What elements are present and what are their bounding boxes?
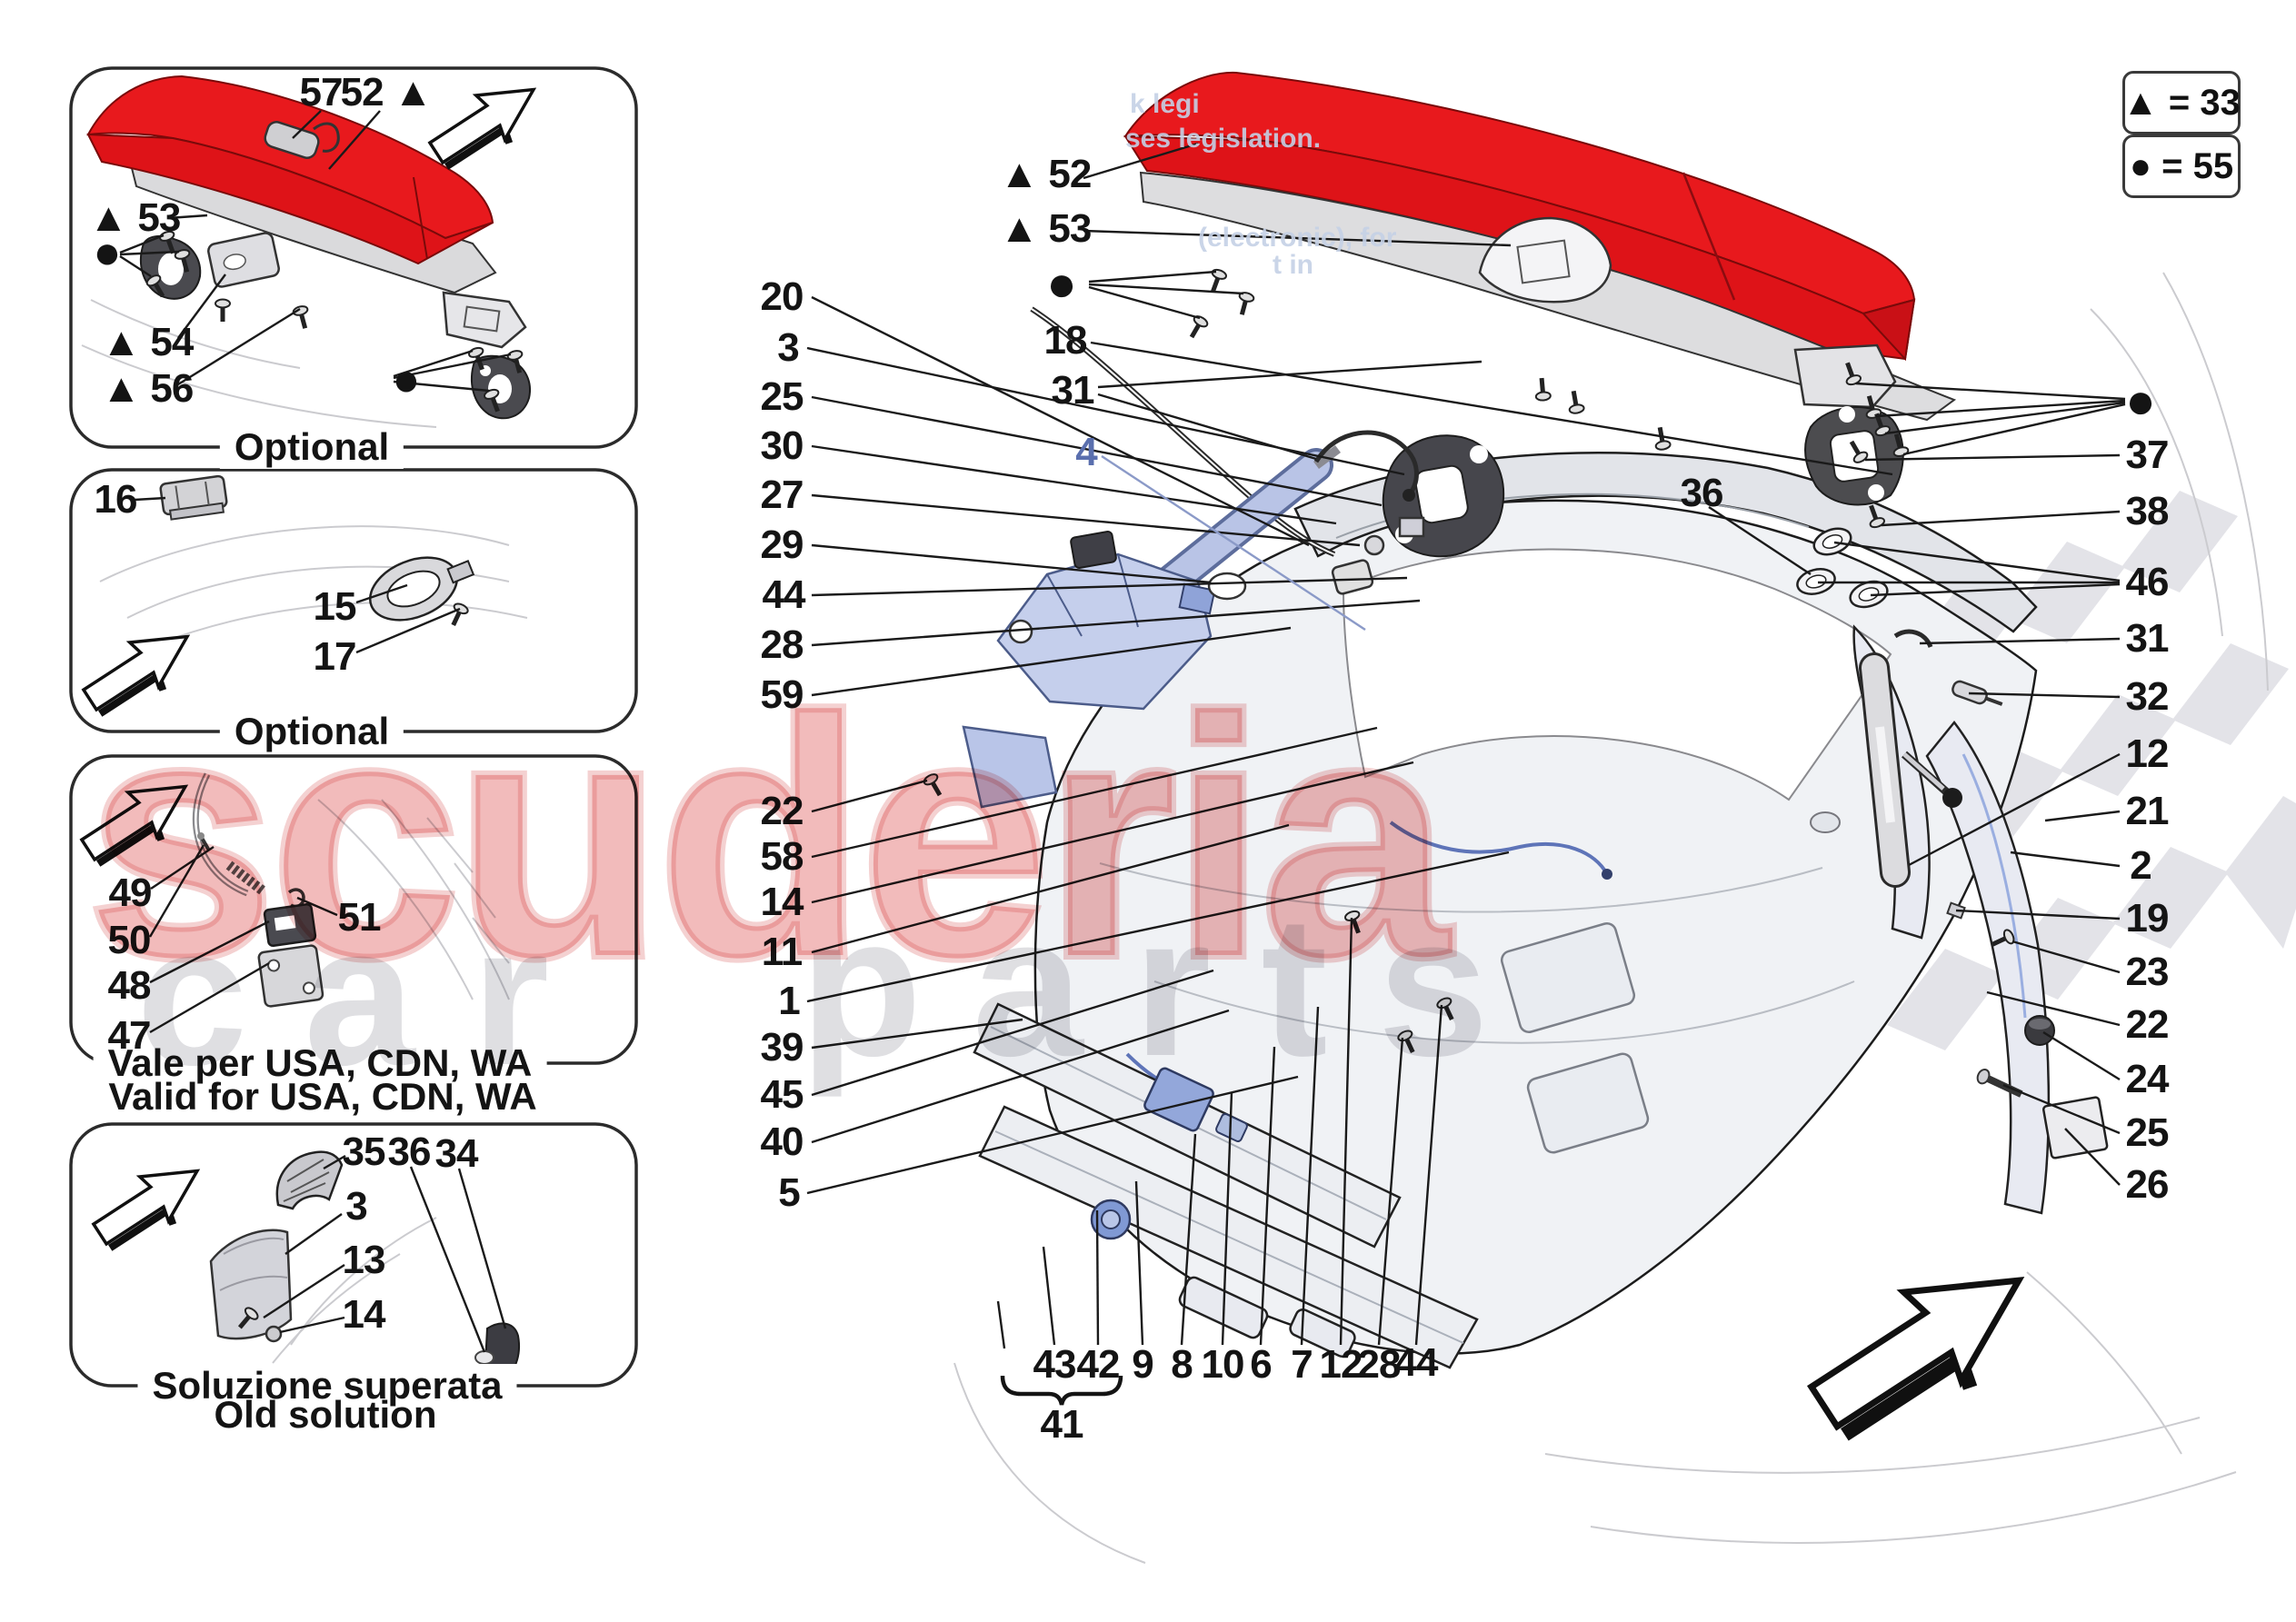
inset3-caption2: Valid for USA, CDN, WA xyxy=(108,1075,537,1118)
callout-34: 34 xyxy=(434,1131,479,1176)
callout-12: 12 xyxy=(1319,1342,1363,1387)
callout-15: 15 xyxy=(313,584,357,629)
callout-13: 13 xyxy=(342,1238,386,1282)
callout-44: 44 xyxy=(762,572,806,617)
callout-: ● xyxy=(93,226,122,279)
callout-38: 38 xyxy=(2125,489,2170,533)
callout-1: 1 xyxy=(778,979,801,1023)
callout-42: 42 xyxy=(1076,1342,1121,1387)
callout-19: 19 xyxy=(2125,896,2170,940)
callout-36: 36 xyxy=(1680,471,1724,515)
callout-35: 35 xyxy=(342,1129,386,1174)
callout-14: 14 xyxy=(342,1292,386,1337)
callout-12: 12 xyxy=(2125,731,2170,776)
callout-30: 30 xyxy=(760,423,804,468)
callout-57: 57 xyxy=(299,70,344,114)
group-brace-41 xyxy=(1000,1375,1123,1406)
inset3-caption: Vale per USA, CDN, WA xyxy=(93,1041,547,1085)
callout-52: 52 ▲ xyxy=(340,70,434,114)
callout-39: 39 xyxy=(760,1025,804,1070)
callout-3: 3 xyxy=(777,325,800,370)
callout-59: 59 xyxy=(760,672,804,717)
watermark-fragment: (electronic), for xyxy=(1198,223,1397,253)
inset1-caption: Optional xyxy=(219,425,404,469)
leader-line-blue xyxy=(1101,454,1366,632)
callout-: ● xyxy=(2125,372,2156,429)
legend-triangle: ▲ = 33 xyxy=(2122,71,2241,134)
callout-36: 36 xyxy=(387,1129,432,1174)
callout-4: 4 xyxy=(1075,430,1098,474)
callout-18: 18 xyxy=(1043,318,1088,363)
legend-triangle-label: ▲ = 33 xyxy=(2122,82,2241,123)
callout-45: 45 xyxy=(760,1072,804,1117)
callout-24: 24 xyxy=(2125,1057,2170,1101)
callout-52: ▲ 52 xyxy=(999,152,1093,196)
callout-3: 3 xyxy=(345,1184,368,1229)
inset4-caption2: Old solution xyxy=(214,1393,437,1436)
callout-21: 21 xyxy=(2125,789,2170,833)
callout-40: 40 xyxy=(760,1119,804,1164)
callout-31: 31 xyxy=(1051,368,1095,413)
callout-5: 5 xyxy=(778,1170,801,1215)
callout-14: 14 xyxy=(760,880,804,924)
inset4-art xyxy=(85,1149,520,1383)
callout-16: 16 xyxy=(94,477,138,522)
callout-28: 28 xyxy=(1357,1342,1402,1387)
callout-26: 26 xyxy=(2125,1162,2170,1207)
inset2-caption: Optional xyxy=(219,710,404,753)
watermark-fragment: k legi xyxy=(1130,89,1200,119)
callout-50: 50 xyxy=(107,918,152,962)
callout-25: 25 xyxy=(760,374,804,419)
callout-23: 23 xyxy=(2125,950,2170,994)
callout-28: 28 xyxy=(760,622,804,667)
inset4-caption: Soluzione superata xyxy=(137,1364,517,1408)
callout-56: ▲ 56 xyxy=(101,366,195,411)
callout-46: 46 xyxy=(2125,560,2170,604)
callout-22: 22 xyxy=(2125,1002,2170,1047)
callout-29: 29 xyxy=(760,522,804,567)
callout-54: ▲ 54 xyxy=(101,320,195,364)
callout-58: 58 xyxy=(760,834,804,879)
callout-9: 9 xyxy=(1132,1342,1154,1387)
legend-dot-label: ● = 55 xyxy=(2129,145,2234,186)
callout-41: 41 xyxy=(1040,1402,1084,1447)
callout-47: 47 xyxy=(107,1013,152,1058)
callout-8: 8 xyxy=(1171,1342,1193,1387)
legend-dot: ● = 55 xyxy=(2122,134,2241,198)
callout-22: 22 xyxy=(760,789,804,833)
callout-53: ▲ 53 xyxy=(88,195,182,240)
watermark-fragment: t in xyxy=(1273,250,1313,280)
callout-27: 27 xyxy=(760,473,804,517)
callout-43: 43 xyxy=(1033,1342,1077,1387)
callout-32: 32 xyxy=(2125,674,2170,719)
callout-31: 31 xyxy=(2125,616,2170,661)
callout-53: ▲ 53 xyxy=(999,206,1093,251)
callout-7: 7 xyxy=(1291,1342,1313,1387)
callout-: ● xyxy=(1046,254,1077,312)
callout-: ● xyxy=(392,353,421,406)
callout-51: 51 xyxy=(337,895,382,940)
inset2-art xyxy=(75,474,475,726)
callout-6: 6 xyxy=(1250,1342,1273,1387)
callout-17: 17 xyxy=(313,634,357,679)
leader-lines xyxy=(119,110,2126,1353)
callout-48: 48 xyxy=(107,963,152,1008)
callout-10: 10 xyxy=(1201,1342,1245,1387)
callout-11: 11 xyxy=(761,930,804,974)
callout-2: 2 xyxy=(2130,843,2152,888)
callout-44: 44 xyxy=(1394,1340,1439,1385)
callout-37: 37 xyxy=(2125,433,2170,477)
watermark-fragment: ses legislation. xyxy=(1125,124,1322,154)
callout-49: 49 xyxy=(108,871,153,915)
callout-20: 20 xyxy=(760,274,804,319)
callout-25: 25 xyxy=(2125,1110,2170,1155)
